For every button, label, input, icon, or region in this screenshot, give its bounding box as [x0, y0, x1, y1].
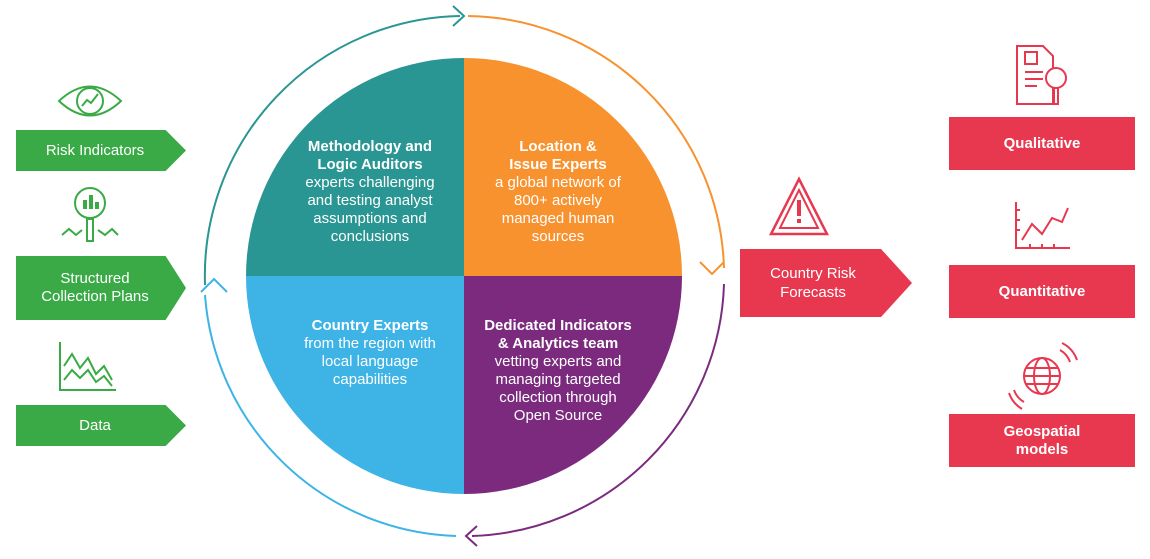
quadrant-top-right-title: Location & Issue Experts: [509, 138, 607, 173]
arrowhead-left: [200, 277, 228, 293]
quadrant-top-left: [246, 58, 464, 276]
output-quantitative-label: Quantitative: [998, 282, 1086, 300]
ring-arc-top-left: [203, 15, 461, 286]
quadrant-bottom-right: [464, 276, 682, 494]
ring-arc-top-right: [467, 15, 725, 269]
warning-triangle-icon: [768, 176, 830, 236]
quadrant-bottom-right-text: Dedicated Indicators & Analytics team ve…: [456, 317, 660, 425]
arrowhead-top: [452, 5, 466, 27]
quadrant-bottom-left: [246, 276, 464, 494]
arrowhead-bottom: [464, 525, 478, 547]
quadrant-bottom-left-desc: from the region with local language capa…: [304, 335, 436, 388]
input-label-collection-plans: Structured Collection Plans: [41, 270, 149, 305]
ring-arc-bottom-right: [471, 283, 725, 537]
quadrant-bottom-right-desc: vetting experts and managing targeted co…: [494, 353, 622, 424]
input-arrow-risk-indicators: Risk Indicators: [16, 130, 186, 171]
ring-arc-bottom-left: [204, 294, 457, 537]
magnifier-chart-icon: [61, 187, 119, 242]
eye-chart-icon: [57, 85, 123, 117]
country-risk-forecasts-label: Country Risk Forecasts: [770, 265, 856, 301]
quadrant-bottom-right-title: Dedicated Indicators & Analytics team: [484, 317, 632, 352]
input-arrow-data: Data: [16, 405, 186, 446]
output-qualitative: Qualitative: [949, 117, 1135, 170]
quadrant-bottom-left-title: Country Experts: [311, 317, 429, 334]
quadrant-top-left-title: Methodology and Logic Auditors: [307, 138, 433, 173]
trend-chart-icon: [1015, 202, 1070, 249]
quadrant-top-left-desc: experts challenging and testing analyst …: [305, 174, 435, 245]
output-qualitative-label: Qualitative: [1003, 134, 1081, 152]
quadrant-top-right-text: Location & Issue Experts a global networ…: [458, 138, 658, 246]
quadrant-top-left-text: Methodology and Logic Auditors experts c…: [270, 138, 470, 246]
globe-signal-icon: [1008, 342, 1078, 410]
quadrant-bottom-left-text: Country Experts from the region with loc…: [270, 317, 470, 389]
output-geospatial: Geospatial models: [949, 414, 1135, 467]
input-arrow-collection-plans: Structured Collection Plans: [16, 256, 186, 320]
quadrant-top-right: [464, 58, 682, 276]
output-geospatial-label: Geospatial models: [1003, 422, 1081, 458]
document-search-icon: [1016, 45, 1067, 105]
output-quantitative: Quantitative: [949, 265, 1135, 318]
line-chart-icon: [59, 342, 116, 391]
arrowhead-right: [699, 261, 725, 276]
quadrant-top-right-desc: a global network of 800+ actively manage…: [495, 174, 621, 245]
input-label-data: Data: [79, 416, 111, 434]
input-label-risk-indicators: Risk Indicators: [45, 141, 145, 159]
country-risk-forecasts-arrow: Country Risk Forecasts: [740, 249, 912, 317]
